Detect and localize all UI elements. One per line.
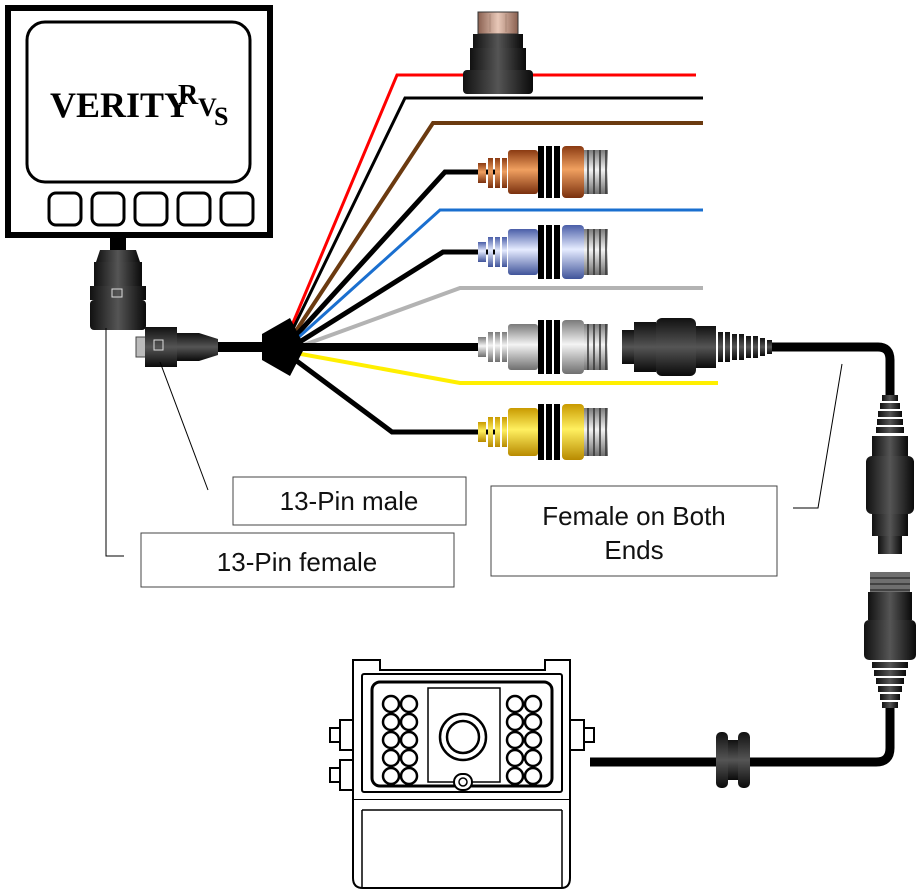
leader-extension [793, 363, 843, 509]
connector-13pin-male [135, 327, 218, 367]
label-13pin-male: 13-Pin male [232, 476, 467, 526]
backup-camera [329, 659, 595, 889]
camera-mount-bolts [329, 719, 595, 791]
connector-13pin-female [90, 236, 146, 330]
leader-female [105, 328, 124, 557]
wire-to-blue-rca [288, 249, 500, 351]
rca-connector-gray [478, 320, 608, 374]
camera-led-array-right [505, 694, 543, 786]
label-13pin-male-text: 13-Pin male [280, 486, 419, 516]
cable-grommet [716, 732, 750, 788]
monitor-screen [25, 20, 252, 184]
monitor-brand-v: V [198, 93, 217, 122]
wire-brown [288, 121, 703, 342]
wire-blue [288, 208, 703, 347]
wire-red [288, 73, 696, 331]
label-extension: Female on Both Ends [490, 485, 778, 577]
label-13pin-female: 13-Pin female [140, 532, 455, 588]
monitor-buttons [47, 191, 255, 227]
rca-connector-blue [478, 225, 608, 279]
wire-yellow [289, 350, 718, 385]
monitor-button-3[interactable] [133, 191, 169, 227]
camera-led-array-left [381, 694, 419, 786]
monitor-brand: VERITY [50, 85, 190, 125]
wire-to-yellow-rca [288, 353, 500, 435]
monitor-button-1[interactable] [47, 191, 83, 227]
label-extension-line2: Ends [604, 535, 663, 565]
monitor-button-4[interactable] [176, 191, 212, 227]
label-extension-line1: Female on Both [542, 501, 726, 531]
wire-black [288, 96, 703, 336]
label-13pin-female-text: 13-Pin female [217, 547, 377, 577]
harness-wires [288, 73, 718, 435]
camera-cable-connector [864, 572, 916, 708]
leader-male [159, 361, 209, 491]
extension-cable-connector-horizontal [622, 318, 772, 376]
leader-lines [105, 328, 843, 557]
camera-cable [590, 708, 895, 767]
extension-cable-connector-vertical [866, 395, 914, 554]
harness-hub [262, 318, 305, 376]
rca-connector-yellow [478, 404, 608, 460]
monitor: VERITY R V S [5, 5, 273, 238]
monitor-brand-s: S [214, 102, 228, 131]
extension-cable [772, 342, 895, 395]
rca-connector-orange [478, 146, 608, 198]
fuse-holder [463, 11, 533, 94]
monitor-button-5[interactable] [219, 191, 255, 227]
wire-gray [289, 286, 703, 352]
monitor-brand-r: R [178, 80, 199, 111]
monitor-button-2[interactable] [90, 191, 126, 227]
